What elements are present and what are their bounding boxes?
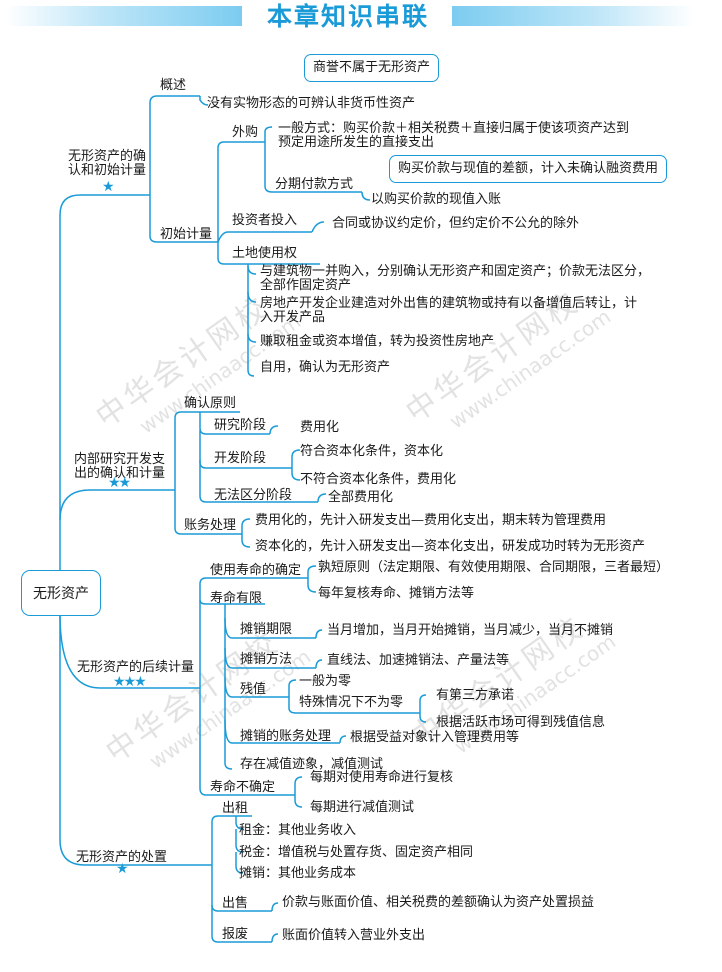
overview-definition: 没有实物形态的可辨认非货币性资产 [207, 96, 416, 111]
label-line: 出的确认和计量 [74, 466, 166, 481]
root-node: 无形资产 [21, 570, 101, 616]
node-useful-life: 使用寿命的确定 [210, 563, 302, 578]
residual-special-item: 有第三方承诺 [436, 688, 515, 703]
investor-value: 合同或协议约定价，但约定价不公允的除外 [332, 216, 580, 231]
residual-special: 特殊情况下不为零 [299, 695, 404, 710]
branch-rnd-label: 内部研究开发支 出的确认和计量 [74, 453, 174, 481]
indistinguishable-value: 全部费用化 [328, 490, 394, 505]
text-line: 与建筑物一并购入，分别确认无形资产和固定资产；价款无法区分， [260, 264, 651, 279]
node-amortization-method: 摊销方法 [240, 652, 293, 667]
research-value: 费用化 [300, 420, 340, 435]
amortization-method-value: 直线法、加速摊销法、产量法等 [327, 653, 510, 668]
callout-goodwill: 商誉不属于无形资产 [304, 54, 440, 82]
node-purchase: 外购 [232, 125, 259, 140]
development-value: 不符合资本化条件，费用化 [300, 472, 457, 487]
node-overview: 概述 [160, 78, 187, 93]
node-initial-measurement: 初始计量 [160, 227, 213, 242]
node-finite-life: 寿命有限 [210, 591, 263, 606]
node-indistinguishable-stage: 无法区分阶段 [214, 488, 293, 503]
node-research-stage: 研究阶段 [214, 418, 267, 433]
node-installment: 分期付款方式 [275, 177, 354, 192]
lease-item: 摊销：其他业务成本 [239, 866, 357, 881]
land-item: 自用，确认为无形资产 [260, 360, 391, 375]
branch-subsequent-label: 无形资产的后续计量 [77, 660, 195, 675]
node-amortization-period: 摊销期限 [240, 622, 293, 637]
amortization-period-value: 当月增加，当月开始摊销，当月减少，当月不摊销 [327, 623, 614, 638]
label-line: 内部研究开发支 [74, 452, 166, 467]
callout-installment: 购买价款与现值的差额，计入未确认融资费用 [389, 155, 668, 183]
impairment-test: 存在减值迹象，减值测试 [240, 757, 384, 772]
branch-disposal-label: 无形资产的处置 [76, 850, 168, 865]
land-item: 赚取租金或资本增值，转为投资性房地产 [260, 334, 495, 349]
node-recognition-principle: 确认原则 [184, 396, 237, 411]
node-residual-value: 残值 [240, 682, 267, 697]
node-lease: 出租 [222, 801, 249, 816]
scrap-value: 账面价值转入营业外支出 [282, 928, 426, 943]
banner-bar-right [452, 6, 694, 26]
node-amortization-entry: 摊销的账务处理 [240, 729, 332, 744]
indefinite-value: 每期对使用寿命进行复核 [310, 770, 454, 785]
sale-value: 价款与账面价值、相关税费的差额确认为资产处置损益 [282, 895, 595, 910]
purchase-general: 一般方式：购买价款＋相关税费＋直接归属于使该项资产达到 预定用途所发生的直接支出 [278, 122, 678, 150]
useful-life-value: 孰短原则（法定期限、有效使用期限、合同期限，三者最短） [318, 560, 670, 575]
land-item: 与建筑物一并购入，分别确认无形资产和固定资产；价款无法区分， 全部作固定资产 [260, 265, 680, 293]
accounting-value: 资本化的，先计入研发支出—资本化支出，研发成功时转为无形资产 [255, 539, 646, 554]
installment-value: 以购买价款的现值入账 [371, 192, 502, 207]
residual-general: 一般为零 [299, 674, 352, 689]
indefinite-value: 每期进行减值测试 [310, 800, 415, 815]
accounting-value: 费用化的，先计入研发支出—费用化支出，期末转为管理费用 [255, 513, 607, 528]
node-land-use-right: 土地使用权 [232, 246, 298, 261]
land-item: 房地产开发企业建造对外出售的建筑物或持有以备增值后转让，计 入开发产品 [260, 297, 680, 325]
text-line: 预定用途所发生的直接支出 [278, 135, 435, 150]
root-label: 无形资产 [33, 586, 89, 602]
node-scrap: 报废 [222, 927, 249, 942]
branch-recognition-label: 无形资产的确 认和初始计量 [68, 150, 158, 178]
residual-special-item: 根据活跃市场可得到残值信息 [436, 715, 606, 730]
amortization-entry-value: 根据受益对象计入管理费用等 [350, 730, 520, 745]
title-banner: 本章知识串联 [0, 0, 722, 34]
text-line: 一般方式：购买价款＋相关税费＋直接归属于使该项资产达到 [278, 121, 630, 136]
lease-item: 租金：其他业务收入 [239, 823, 357, 838]
star-rating-icon: ★ [102, 179, 114, 195]
node-accounting: 账务处理 [184, 518, 237, 533]
node-indefinite-life: 寿命不确定 [210, 780, 276, 795]
callout-text: 购买价款与现值的差额，计入未确认融资费用 [398, 161, 659, 176]
node-investor: 投资者投入 [232, 213, 298, 228]
label-line: 无形资产的确 [68, 149, 147, 164]
star-rating-icon: ★ [116, 861, 128, 877]
page-title: 本章知识串联 [266, 2, 429, 31]
text-line: 房地产开发企业建造对外出售的建筑物或持有以备增值后转让，计 [260, 296, 638, 311]
label-line: 认和初始计量 [68, 163, 147, 178]
star-rating-icon: ★★ [108, 475, 131, 491]
development-value: 符合资本化条件，资本化 [300, 444, 444, 459]
text-line: 入开发产品 [260, 310, 326, 325]
lease-item: 税金：增值税与处置存货、固定资产相同 [239, 845, 474, 860]
node-development-stage: 开发阶段 [214, 451, 267, 466]
banner-bar-left [6, 6, 242, 26]
node-sale: 出售 [222, 896, 249, 911]
text-line: 全部作固定资产 [260, 278, 352, 293]
star-rating-icon: ★★★ [113, 674, 147, 690]
callout-text: 商誉不属于无形资产 [313, 60, 431, 75]
useful-life-value: 每年复核寿命、摊销方法等 [318, 586, 475, 601]
